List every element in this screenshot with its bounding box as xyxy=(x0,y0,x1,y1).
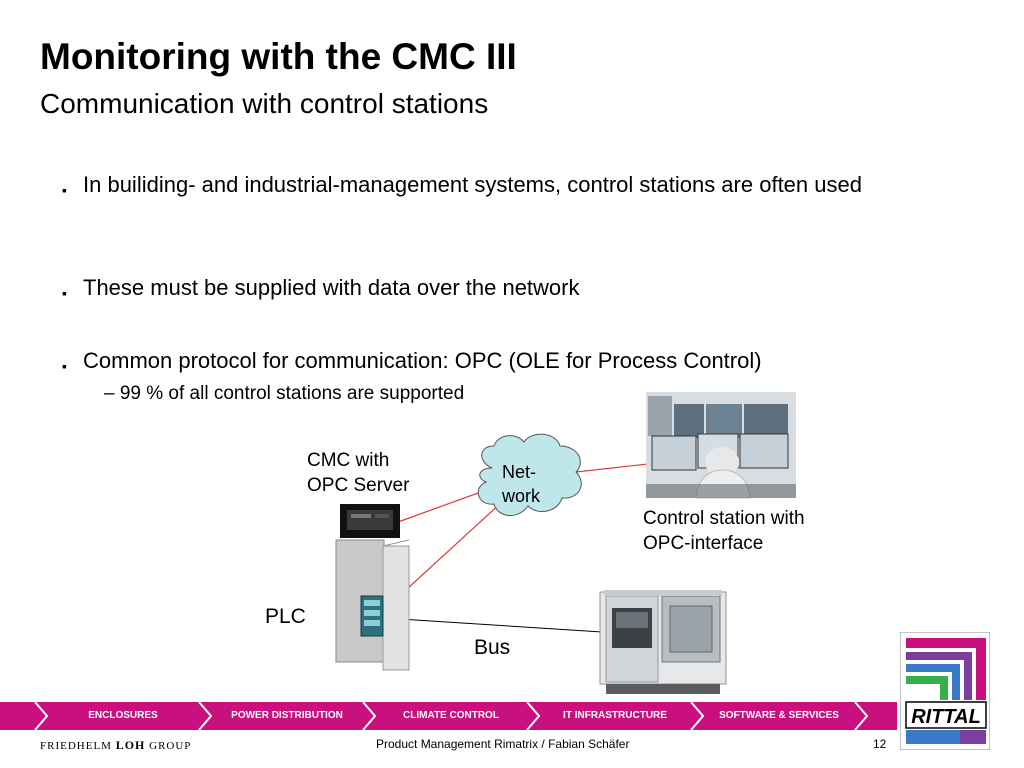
bullet-mark: ▪ xyxy=(62,358,67,374)
cmc-label-line2: OPC Server xyxy=(307,475,410,496)
control-label-line1: Control station with xyxy=(643,508,805,529)
nav-climate-control[interactable]: CLIMATE CONTROL xyxy=(403,710,499,721)
control-station-image xyxy=(646,392,796,499)
network-label-line2: work xyxy=(502,486,541,506)
cmc-label-line1: CMC with xyxy=(307,450,390,471)
nav-power-distribution[interactable]: POWER DISTRIBUTION xyxy=(231,710,343,721)
nav-enclosures[interactable]: ENCLOSURES xyxy=(88,710,158,721)
chevron-right-icon xyxy=(362,702,376,730)
chevron-right-icon xyxy=(34,702,48,730)
cmc-device-icon xyxy=(340,504,400,538)
chevron-right-icon xyxy=(854,702,868,730)
network-cloud-icon xyxy=(477,433,582,516)
group-suffix: GROUP xyxy=(149,740,192,752)
slide-subtitle: Communication with control stations xyxy=(40,88,489,119)
chevron-right-icon xyxy=(690,702,704,730)
group-brand: LOH xyxy=(115,738,146,752)
cmc-network-line xyxy=(397,487,493,523)
chevron-right-icon xyxy=(198,702,212,730)
network-label: Net- work xyxy=(502,460,540,508)
slide-title: Monitoring with the CMC III xyxy=(40,36,517,77)
nav-it-infrastructure[interactable]: IT INFRASTRUCTURE xyxy=(563,710,667,721)
bus-label: Bus xyxy=(474,636,511,659)
network-label-line1: Net- xyxy=(502,462,537,482)
group-name: FRIEDHELM LOH GROUP xyxy=(40,738,191,753)
bullet-mark: ▪ xyxy=(62,182,67,198)
cmc-label: CMC with OPC Server xyxy=(307,448,409,498)
control-label-line2: OPC-interface xyxy=(643,533,764,554)
sub-bullet: – 99 % of all control stations are suppo… xyxy=(104,383,465,404)
page-number: 12 xyxy=(873,737,887,751)
machine-image xyxy=(599,590,727,694)
bullet-text: These must be supplied with data over th… xyxy=(83,275,580,300)
bullet-mark: ▪ xyxy=(62,285,67,301)
plc-label: PLC xyxy=(265,605,306,628)
logo-text: RITTAL xyxy=(911,706,981,728)
footer-center-text: Product Management Rimatrix / Fabian Sch… xyxy=(376,737,630,751)
rittal-logo: RITTAL xyxy=(900,632,990,750)
bullet-text: Common protocol for communication: OPC (… xyxy=(83,348,762,373)
control-station-label: Control station with OPC-interface xyxy=(643,506,805,556)
nav-software-services[interactable]: SOFTWARE & SERVICES xyxy=(719,710,839,721)
network-control-line xyxy=(575,463,649,473)
chevron-right-icon xyxy=(526,702,540,730)
group-prefix: FRIEDHELM xyxy=(40,740,112,752)
bullet-text: In builiding- and industrial-management … xyxy=(83,172,862,197)
plc-cabinet-icon xyxy=(335,539,410,671)
footer-nav-bar: ENCLOSURES POWER DISTRIBUTION CLIMATE CO… xyxy=(0,702,897,730)
bus-line xyxy=(383,617,603,633)
